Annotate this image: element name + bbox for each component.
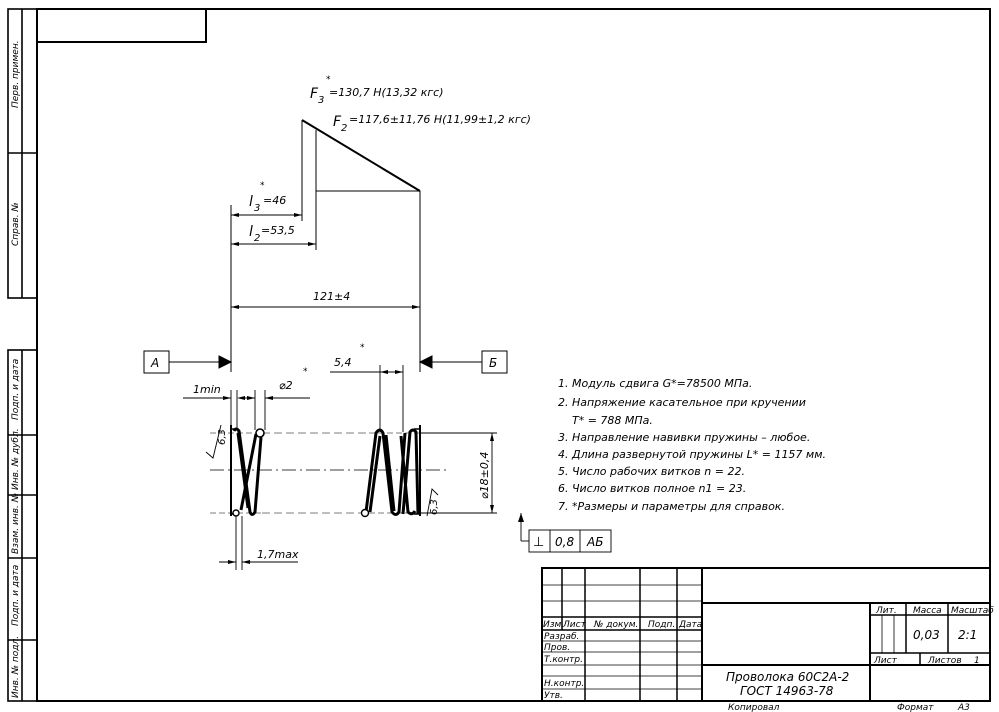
col-izm: Изм.: [543, 620, 564, 630]
force-diagram: [230, 119, 421, 372]
material-line-1: Проволока 60С2А-2: [726, 670, 849, 684]
end-gap-dim: 1min: [193, 383, 221, 396]
roughness-right: 6,3: [429, 499, 440, 515]
perp-value: 0,8: [555, 535, 574, 549]
note-line: 3. Направление навивки пружины – любое.: [558, 431, 810, 444]
datum-markers: [143, 350, 508, 374]
side-podp-data-1: Подп. и дата: [11, 359, 21, 420]
f3-value: =130,7 Н(13,32 кгс): [329, 86, 444, 99]
side-inv-dubl: Инв. № дубл.: [11, 428, 21, 490]
perp-symbol: ⊥: [533, 535, 544, 550]
spring-dimensions: [183, 365, 612, 570]
l3-subscript: 3: [254, 203, 260, 214]
pitch-dim: 5,4: [334, 356, 352, 369]
footer: Копировал Формат А3: [728, 703, 970, 712]
note-line: 1. Модуль сдвига G*=78500 МПа.: [558, 377, 752, 390]
row-prov: Пров.: [544, 643, 570, 653]
col-podp: Подп.: [648, 620, 675, 630]
title-block: [541, 567, 991, 702]
f2-value: =117,6±11,76 Н(11,99±1,2 кгс): [349, 113, 531, 126]
side-vzam-inv: Взам. инв. №: [11, 493, 21, 554]
f2-symbol: F: [333, 114, 342, 130]
col-list: Лист: [562, 620, 587, 630]
row-tkontr: Т.контр.: [544, 655, 583, 665]
format-value: А3: [957, 703, 970, 712]
copied-label: Копировал: [728, 703, 780, 712]
l2-value: =53,5: [261, 224, 295, 237]
perp-datums: АБ: [586, 535, 603, 549]
l3-star: *: [260, 181, 265, 191]
scale-label: Масштаб: [951, 606, 994, 616]
l3-symbol: l: [249, 194, 253, 210]
tolerance-frame: [528, 529, 612, 553]
row-nkontr: Н.контр.: [544, 679, 584, 689]
note-line: 6. Число витков полное n1 = 23.: [558, 482, 746, 495]
title-block-text: Изм. Лист № докум. Подп. Дата Разраб. Пр…: [543, 606, 994, 701]
mass-value: 0,03: [913, 628, 940, 642]
note-line: T* = 788 МПа.: [572, 414, 653, 427]
note-line: 5. Число рабочих витков n = 22.: [558, 465, 745, 478]
col-data: Дата: [678, 620, 702, 630]
note-line: 7. *Размеры и параметры для справок.: [558, 500, 785, 513]
sheets-value: 1: [974, 656, 980, 666]
roughness-left: 6,3: [217, 429, 228, 445]
side-podp-data-2: Подп. и дата: [11, 565, 21, 626]
side-sprav-no: Справ. №: [11, 202, 21, 246]
format-label: Формат: [897, 703, 934, 712]
side-inv-podl: Инв. № подл.: [11, 636, 21, 698]
f3-symbol: F: [310, 86, 319, 102]
l2-symbol: l: [249, 224, 253, 240]
side-perv-primen: Перв. примен.: [11, 40, 21, 108]
row-razrab: Разраб.: [544, 632, 579, 642]
note-line: 4. Длина развернутой пружины L* = 1157 м…: [558, 448, 826, 461]
row-utv: Утв.: [544, 691, 563, 701]
sheets-label: Листов: [927, 656, 962, 666]
f2-subscript: 2: [341, 123, 347, 134]
spring-drawing: [210, 425, 447, 518]
f3-star: *: [326, 75, 331, 85]
outer-dia-dim: ⌀18±0,4: [478, 452, 491, 499]
notes-block: 1. Модуль сдвига G*=78500 МПа. 2. Напряж…: [558, 377, 826, 513]
side-stamp: [7, 8, 38, 702]
l3-value: =46: [263, 194, 286, 207]
datum-a-label: А: [150, 356, 159, 370]
col-docnum: № докум.: [593, 620, 638, 630]
l2-subscript: 2: [254, 233, 260, 244]
datum-b-label: Б: [489, 356, 497, 370]
pitch-star: *: [360, 343, 365, 353]
mass-label: Масса: [913, 606, 942, 616]
free-length-dim: 121±4: [313, 290, 350, 303]
wire-dia-dim: ⌀2: [279, 379, 293, 392]
scale-value: 2:1: [958, 628, 977, 642]
wire-dia-star: *: [303, 367, 308, 377]
end-thickness-dim: 1,7max: [257, 548, 299, 561]
note-line: 2. Напряжение касательное при кручении: [558, 396, 806, 409]
material-line-2: ГОСТ 14963-78: [740, 684, 834, 698]
f3-subscript: 3: [318, 95, 324, 106]
lit-label: Лит.: [875, 606, 897, 616]
sheet-label: Лист: [873, 656, 898, 666]
